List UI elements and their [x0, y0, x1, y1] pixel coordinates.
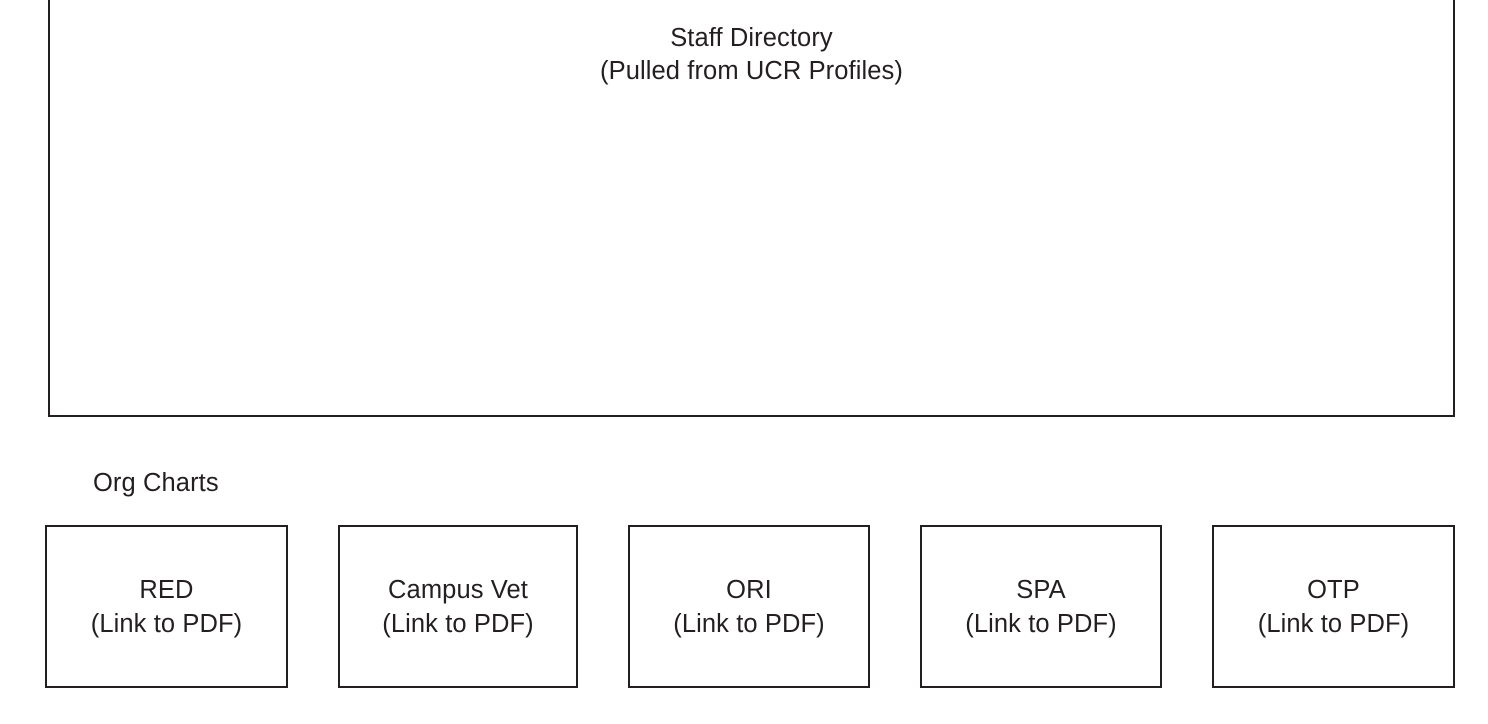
staff-directory-title: Staff Directory [670, 24, 833, 52]
org-chart-box-subtitle: (Link to PDF) [382, 609, 534, 638]
org-chart-box-title: RED [139, 575, 194, 604]
org-chart-link-spa[interactable]: SPA (Link to PDF) [920, 525, 1162, 688]
org-chart-box-title: OTP [1307, 575, 1360, 604]
org-chart-link-otp[interactable]: OTP (Link to PDF) [1212, 525, 1455, 688]
org-chart-box-title: ORI [726, 575, 772, 604]
org-chart-box-subtitle: (Link to PDF) [965, 609, 1117, 638]
org-chart-box-title: Campus Vet [388, 575, 528, 604]
org-charts-section-label: Org Charts [93, 469, 219, 497]
org-charts-row: RED (Link to PDF) Campus Vet (Link to PD… [0, 525, 1488, 688]
staff-directory-panel: Staff Directory (Pulled from UCR Profile… [48, 0, 1455, 417]
staff-directory-subtitle: (Pulled from UCR Profiles) [600, 57, 903, 85]
org-chart-link-red[interactable]: RED (Link to PDF) [45, 525, 288, 688]
org-chart-box-subtitle: (Link to PDF) [673, 609, 825, 638]
org-chart-box-subtitle: (Link to PDF) [90, 609, 243, 638]
org-chart-link-ori[interactable]: ORI (Link to PDF) [628, 525, 870, 688]
org-chart-link-campus-vet[interactable]: Campus Vet (Link to PDF) [338, 525, 578, 688]
org-chart-box-title: SPA [1016, 575, 1066, 604]
staff-directory-heading: Staff Directory (Pulled from UCR Profile… [50, 22, 1453, 88]
org-chart-box-subtitle: (Link to PDF) [1257, 609, 1410, 638]
